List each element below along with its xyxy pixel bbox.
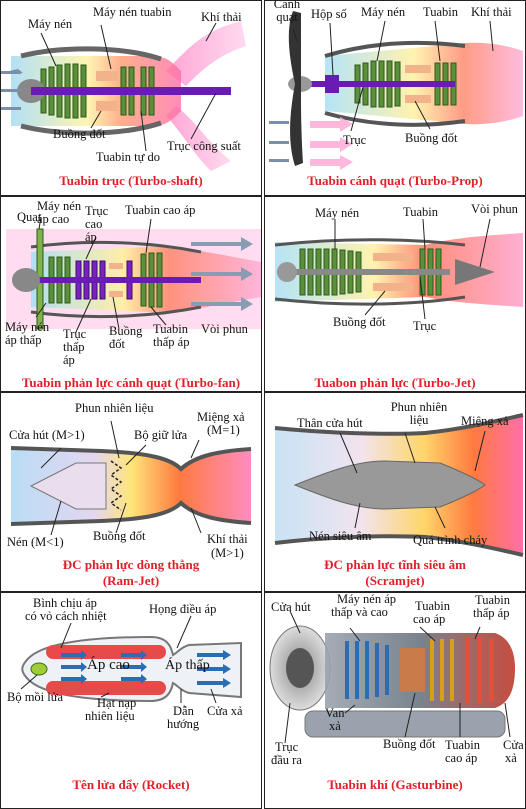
label-exhaust-line2: xả — [505, 751, 517, 765]
panel-rocket: Bình chịu áp có vỏ cách nhiệt Họng điều … — [0, 592, 262, 809]
label-fan: Quạt — [17, 210, 42, 224]
label-valve-line2: xả — [329, 719, 341, 733]
label-hp-turbine-top-line2: cao áp — [413, 612, 446, 626]
label-compressor-turbine: Máy nén tuabin — [93, 5, 172, 19]
caption-scramjet-line1: ĐC phản lực tĩnh siêu âm — [324, 557, 466, 572]
label-combustor: Buồng đốt — [405, 131, 458, 145]
caption-turbofan: Tuabin phản lực cánh quạt (Turbo-fan) — [21, 375, 241, 390]
label-hp-compressor: Máy nén áp cao — [37, 199, 82, 226]
label-exit: Cửa xả — [207, 704, 243, 718]
caption-ramjet-line2: (Ram-Jet) — [102, 573, 160, 588]
label-exit: Miệng xả — [197, 410, 245, 424]
panel-gasturbine: Cửa hút Máy nén áp thấp và cao Tuabin ca… — [264, 592, 526, 809]
label-turbine: Tuabin — [403, 205, 438, 219]
label-fuel-grain-line1: Hạt nạp — [97, 696, 137, 710]
label-guide-line2: hướng — [167, 717, 200, 731]
label-lp-turbine: Tuabin thấp áp — [153, 322, 190, 349]
label-combustor: Buồng đốt — [383, 737, 436, 751]
caption-ramjet-line1: ĐC phản lực dòng thẳng — [62, 557, 200, 572]
rocket-illustration — [20, 615, 242, 704]
label-shaft: Trục — [343, 133, 367, 147]
label-fuel-grain-line2: nhiên liệu — [85, 709, 135, 723]
panel-turboshaft: Máy nén Máy nén tuabin Khí thải Buồng đố… — [0, 0, 262, 196]
caption-gasturbine: Tuabin khí (Gasturbine) — [327, 777, 463, 792]
ramjet-illustration — [10, 420, 252, 536]
label-lp-turbine-line1: Tuabin — [475, 593, 510, 607]
label-fuel-injection: Phun nhiên liệu — [390, 400, 448, 427]
label-turbine: Tuabin — [423, 5, 458, 19]
scramjet-illustration — [274, 413, 524, 557]
panel-turboprop: Cánh quạt Hộp số Máy nén Tuabin Khí thải… — [264, 0, 526, 196]
label-hp-turbine: Tuabin cao áp — [125, 203, 196, 217]
label-intake-body: Thân cửa hút — [297, 416, 363, 430]
label-hp-turbine-bottom-line1: Tuabin — [445, 738, 480, 752]
caption-turboshaft: Tuabin trục (Turbo-shaft) — [59, 173, 203, 188]
label-fuel-injection: Phun nhiên liệu — [75, 401, 154, 415]
label-valve-line1: Van — [325, 706, 345, 720]
caption-turbojet: Tuabon phản lực (Turbo-Jet) — [314, 375, 476, 390]
label-flame-holder: Bộ giữ lửa — [134, 428, 188, 442]
panel-ramjet: Phun nhiên liệu Cửa hút (M>1) Bộ giữ lửa… — [0, 392, 262, 592]
label-nozzle: Vòi phun — [201, 322, 248, 336]
caption-scramjet-line2: (Scramjet) — [365, 573, 425, 588]
label-combustor: Buồng đốt — [109, 324, 143, 351]
label-compressor-line1: Máy nén áp — [337, 592, 397, 606]
label-lp-turbine-line2: thấp áp — [473, 606, 510, 620]
label-exhaust-line1: Cửa — [503, 738, 524, 752]
label-igniter: Bộ mồi lửa — [7, 690, 64, 704]
label-combustion: Quá trình cháy — [413, 533, 488, 547]
panel-scramjet: Thân cửa hút Phun nhiên liệu Miệng xả Né… — [264, 392, 526, 592]
gasturbine-illustration — [269, 610, 515, 744]
label-intake: Cửa hút — [271, 600, 311, 614]
label-hp-turbine-bottom-line2: cao áp — [445, 751, 478, 765]
turboshaft-illustration — [1, 21, 246, 171]
label-supersonic-compression: Nén siêu âm — [309, 529, 372, 543]
label-combustor: Buồng đốt — [53, 127, 106, 141]
label-hp-shaft: Trục cao áp — [85, 204, 109, 244]
label-intake: Cửa hút (M>1) — [9, 428, 85, 442]
label-hp-turbine-top-line1: Tuabin — [415, 599, 450, 613]
label-exit: Miệng xả — [461, 414, 509, 428]
label-output-shaft-line1: Trục — [275, 740, 299, 754]
label-exhaust: Khí thải — [207, 532, 248, 546]
label-compressor-line2: thấp và cao — [331, 605, 388, 619]
label-propeller: Cánh quạt — [273, 0, 301, 24]
turbofan-illustration — [6, 216, 261, 333]
label-shaft: Trục — [413, 319, 437, 333]
label-power-shaft: Trục công suất — [167, 139, 241, 153]
turboprop-illustration — [269, 11, 523, 170]
panel-turbojet: Máy nén Tuabin Vòi phun Buồng đốt Trục T… — [264, 196, 526, 392]
caption-turboprop: Tuabin cánh quạt (Turbo-Prop) — [307, 173, 483, 188]
label-tank-line2: có vỏ cách nhiệt — [25, 609, 107, 623]
label-compression: Nén (M<1) — [7, 535, 64, 549]
label-lp-shaft: Trục thấp áp — [63, 327, 87, 367]
label-compressor: Máy nén — [361, 5, 406, 19]
label-high-pressure: Áp cao — [87, 657, 130, 673]
label-combustor: Buồng đốt — [93, 529, 146, 543]
panel-turbofan: Quạt Máy nén áp cao Trục cao áp Tuabin c… — [0, 196, 262, 392]
label-free-turbine: Tuabin tự do — [96, 150, 160, 164]
label-guide-line1: Dẫn — [173, 704, 194, 718]
label-compressor: Máy nén — [28, 17, 73, 31]
label-gearbox: Hộp số — [311, 7, 347, 21]
label-exhaust: Khí thải — [201, 10, 242, 24]
label-exhaust-mach: (M>1) — [211, 546, 244, 560]
label-throat: Họng điều áp — [149, 602, 217, 616]
caption-rocket: Tên lửa đẩy (Rocket) — [72, 777, 190, 792]
label-exhaust: Khí thải — [471, 5, 512, 19]
label-lp-compressor: Máy nén áp thấp — [5, 320, 50, 347]
label-exit-mach: (M=1) — [207, 423, 240, 437]
label-tank-line1: Bình chịu áp — [33, 596, 97, 610]
label-output-shaft-line2: đầu ra — [271, 753, 302, 767]
turbojet-illustration — [274, 218, 523, 320]
label-combustor: Buồng đốt — [333, 315, 386, 329]
label-compressor: Máy nén — [315, 206, 360, 220]
label-low-pressure: Áp thấp — [165, 658, 210, 673]
label-nozzle: Vòi phun — [471, 202, 518, 216]
